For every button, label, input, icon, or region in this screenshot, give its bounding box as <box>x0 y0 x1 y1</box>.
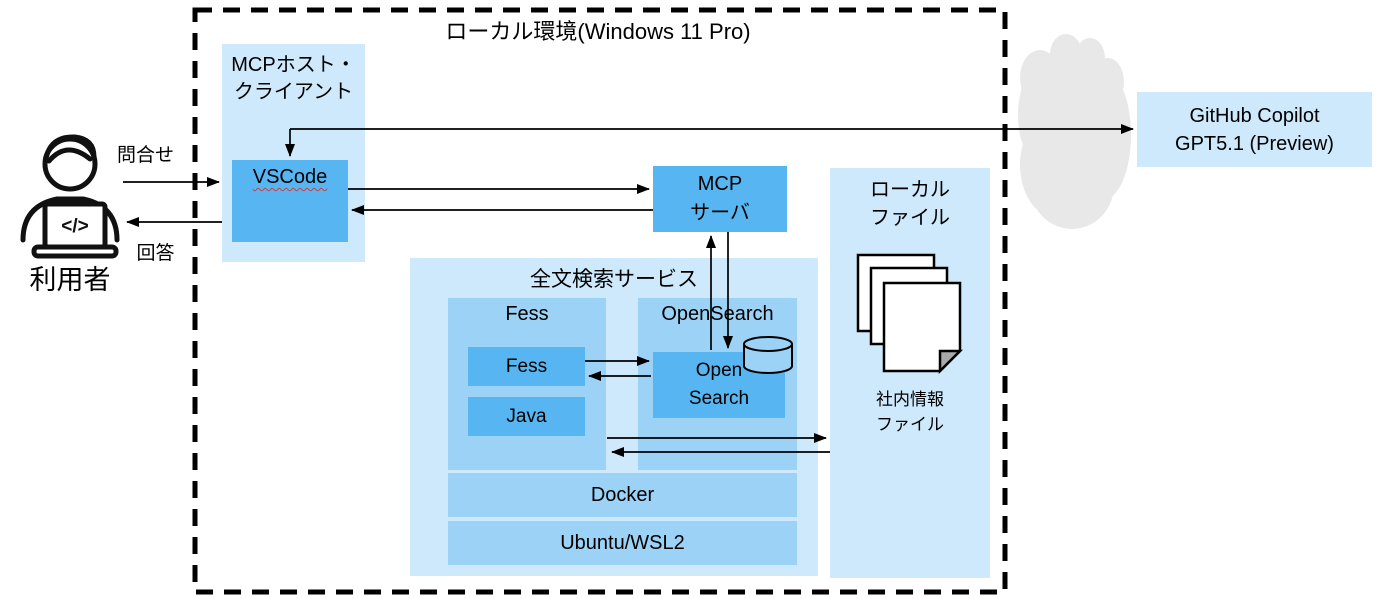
docker-label: Docker <box>590 483 655 506</box>
environment-title: ローカル環境(Windows 11 Pro) <box>445 19 751 44</box>
fess-group-label: Fess <box>505 303 549 325</box>
vscode-label: VSCode <box>252 166 328 188</box>
vscode-box: VSCode <box>232 160 348 242</box>
mcp-server-label: MCP サーバ <box>690 173 750 224</box>
ubuntu-wsl2-label: Ubuntu/WSL2 <box>560 531 685 554</box>
github-copilot-box: GitHub Copilot GPT5.1 (Preview) <box>1137 92 1372 167</box>
inquiry-label: 問合せ <box>116 145 174 166</box>
fess-box: Fess <box>468 347 585 386</box>
internal-info-files-caption: 社内情報 ファイル <box>876 390 944 434</box>
opensearch-group-label: OpenSearch <box>661 303 774 325</box>
docker-bar: Docker <box>448 473 797 517</box>
laptop-code-glyph: </> <box>61 216 88 237</box>
fulltext-service-title: 全文検索サービス <box>530 268 698 291</box>
fess-label: Fess <box>505 355 548 377</box>
answer-label: 回答 <box>136 243 175 264</box>
mcp-host-client-label: MCPホスト・ クライアント <box>231 54 356 103</box>
java-label: Java <box>506 405 547 427</box>
ubuntu-wsl2-bar: Ubuntu/WSL2 <box>448 521 797 565</box>
opensearch-label: Open Search <box>688 360 750 409</box>
opensearch-box: Open Search <box>653 352 785 418</box>
mcp-server-box: MCP サーバ <box>653 166 787 232</box>
java-box: Java <box>468 397 585 436</box>
local-files-box: ローカル ファイル <box>830 168 990 578</box>
github-copilot-label: GitHub Copilot GPT5.1 (Preview) <box>1175 104 1334 155</box>
user-label: 利用者 <box>29 265 111 295</box>
cloud-shape <box>1018 34 1131 229</box>
local-files-title: ローカル ファイル <box>870 179 950 229</box>
